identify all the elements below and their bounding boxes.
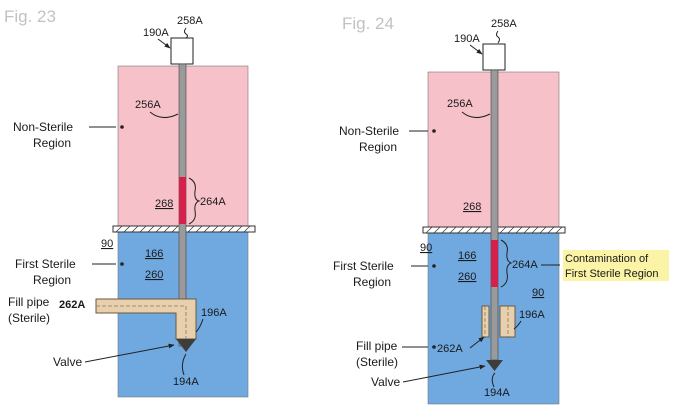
fig23-ref-268: 268 xyxy=(155,198,173,210)
fig23-title: Fig. 23 xyxy=(4,7,56,26)
fig23-ref-190a: 190A xyxy=(143,27,169,39)
fig24-ref-90b: 90 xyxy=(532,287,544,299)
fig24-contamination-label-2: First Sterile Region xyxy=(565,268,659,280)
fig24-contamination-label-1: Contamination of xyxy=(565,253,649,265)
fig23-first-sterile-label-2: Region xyxy=(33,273,71,287)
fig24-title: Fig. 24 xyxy=(342,14,394,33)
fig24-ref-258a: 258A xyxy=(491,18,517,30)
fig24-ref-260: 260 xyxy=(458,271,476,283)
fig23-first-sterile-label-1: First Sterile xyxy=(15,257,76,271)
fig23-ref-166: 166 xyxy=(145,248,163,260)
fig24-first-sterile-label-2: Region xyxy=(353,275,391,289)
fig23-ref-262a: 262A xyxy=(59,299,85,311)
fig23-ref-264a: 264A xyxy=(200,196,226,208)
fig23-fill-pipe-label-2: (Sterile) xyxy=(8,311,50,325)
fig23-ref-258a: 258A xyxy=(177,15,203,27)
fig24-ref-264a: 264A xyxy=(512,259,538,271)
fig24-ref-196a: 196A xyxy=(519,309,545,321)
fig23-fill-pipe-label-1: Fill pipe xyxy=(8,295,50,309)
fig23-ref-196a: 196A xyxy=(201,307,227,319)
fig24-ref-256a: 256A xyxy=(447,98,473,110)
fig24-ref-268: 268 xyxy=(463,201,481,213)
fig24-first-sterile-label-1: First Sterile xyxy=(333,259,394,273)
fig24-actuator-box xyxy=(483,44,505,70)
fig23-ref-194a: 194A xyxy=(173,376,199,388)
fig23-non-sterile-label-2: Region xyxy=(33,136,71,150)
fig24-fill-pipe-label-2: (Sterile) xyxy=(356,355,398,369)
fig24-ref-262a: 262A xyxy=(437,343,463,355)
fig24-valve-label: Valve xyxy=(371,375,400,389)
fig24-ref-166: 166 xyxy=(458,250,476,262)
fig23-ref-90: 90 xyxy=(101,238,113,250)
fig24-non-sterile-label-2: Region xyxy=(359,140,397,154)
fig24-non-sterile-label-1: Non-Sterile xyxy=(339,124,399,138)
fig23-non-sterile-label-1: Non-Sterile xyxy=(13,120,73,134)
figure-24: Fig. 24 190A 258A 256A Non-S xyxy=(333,14,669,404)
fig24-ref-190a: 190A xyxy=(454,33,480,45)
fig24-fill-pipe-left xyxy=(482,306,489,337)
fig23-ref-256a: 256A xyxy=(135,99,161,111)
fig24-fill-pipe-label-1: Fill pipe xyxy=(356,339,398,353)
figure-23: Fig. 23 190A 258A 256A xyxy=(4,7,255,397)
fig23-contaminated-segment xyxy=(179,177,186,224)
fig23-valve-label: Valve xyxy=(53,355,82,369)
fig24-contaminated-segment xyxy=(491,240,498,287)
fig24-ref-194a: 194A xyxy=(484,387,510,399)
fig23-ref-260: 260 xyxy=(145,269,163,281)
fig23-actuator-box xyxy=(171,38,193,64)
fig24-valve-rod xyxy=(491,70,498,360)
fig24-ref-90: 90 xyxy=(420,242,432,254)
fig24-fill-pipe-right xyxy=(500,306,515,337)
